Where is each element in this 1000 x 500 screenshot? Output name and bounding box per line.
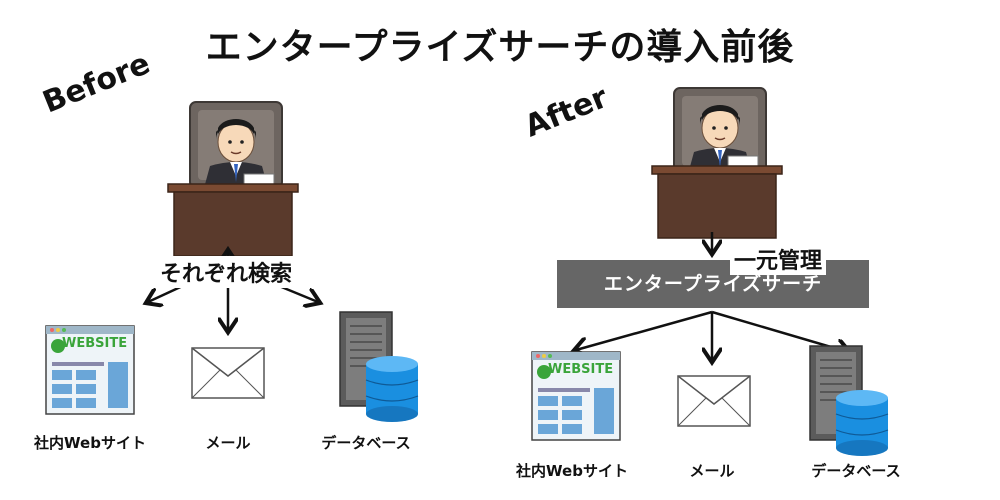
- after-website-logo: WEBSITE: [548, 362, 613, 377]
- enterprise-search-bar: エンタープライズサーチ: [557, 260, 869, 308]
- before-mail-icon: [191, 347, 265, 399]
- page-title: エンタープライズサーチの導入前後: [205, 27, 795, 68]
- after-mail-icon: [677, 375, 751, 427]
- before-website-logo: WEBSITE: [62, 336, 127, 351]
- before-desk: [167, 183, 299, 257]
- before-search-label: それぞれ検索: [156, 256, 297, 288]
- before-caption-mail: メール: [205, 434, 251, 452]
- central-management-label: 一元管理: [730, 243, 827, 275]
- after-caption-website: 社内Webサイト: [516, 462, 628, 480]
- after-caption-database: データベース: [811, 462, 901, 480]
- after-database-icon: [809, 345, 889, 457]
- after-caption-mail: メール: [689, 462, 735, 480]
- before-database-icon: [339, 311, 419, 423]
- before-caption-database: データベース: [321, 434, 411, 452]
- before-caption-website: 社内Webサイト: [34, 434, 146, 452]
- after-desk: [651, 165, 783, 239]
